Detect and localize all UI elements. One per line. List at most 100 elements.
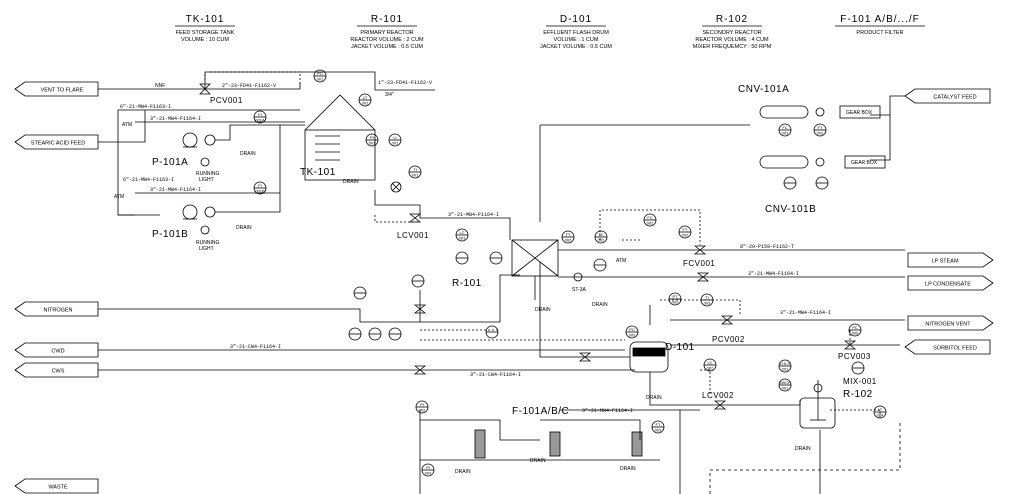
instrument-bubble xyxy=(253,181,267,195)
tag-tk101: TK-101 xyxy=(300,167,336,178)
label-gearbox: GEAR BOX xyxy=(846,110,873,116)
header-tag-tk101: TK-101 xyxy=(186,14,225,25)
instrument-bubble xyxy=(353,286,367,300)
header-line: SECONDRY REACTOR xyxy=(702,30,761,36)
label-light: LIGHT xyxy=(199,246,214,252)
line-number: 3"-21-MW4-F1164-I xyxy=(150,116,201,122)
valve-lcv002 xyxy=(713,400,727,410)
instrument-bubble xyxy=(703,358,717,372)
label-gearbox: GEAR BOX xyxy=(851,160,878,166)
instrument-num: 003 xyxy=(782,131,789,136)
tag-pcv001: PCV001 xyxy=(210,96,243,105)
label-running: RUNNING xyxy=(196,171,219,177)
instrument-bubble xyxy=(561,230,575,244)
stream-lp-cond-label: LP CONDENSATE xyxy=(925,282,971,288)
label-atm: ATM xyxy=(122,122,132,128)
equipment-tags: PCV001 P-101A P-101B TK-101 LCV001 R-101… xyxy=(152,84,876,417)
instrument-num: 001 xyxy=(782,367,789,372)
valve-pcv001 xyxy=(199,83,211,95)
instrument-num: 006 xyxy=(852,331,859,336)
reactor-r101 xyxy=(511,239,559,300)
instrument-bubble xyxy=(643,213,657,227)
instrument-tag: TT xyxy=(566,232,571,237)
reactor-r102 xyxy=(799,380,836,429)
header-line: FEED STORAGE TANK xyxy=(176,30,235,36)
line-number: 3"-21-CW4-F1164-I xyxy=(470,372,521,378)
instrument-tag: TC xyxy=(598,232,603,237)
instrument-tag: FI xyxy=(258,183,262,188)
title-block: TK-101 FEED STORAGE TANK VOLUME : 10 CUM… xyxy=(176,14,919,50)
line-number: 3"-21-CW4-F1164-I xyxy=(230,344,281,350)
instrument-num: 001 xyxy=(362,101,369,106)
instrument-bubble xyxy=(415,400,429,414)
header-tag-f101: F-101 A/B/.../F xyxy=(840,14,919,25)
instrument-num: 001 xyxy=(369,141,376,146)
instrument-tag: FC xyxy=(647,215,652,220)
instrument-bubble xyxy=(778,123,792,137)
valve-pcv002 xyxy=(720,315,734,325)
instrument-bubble xyxy=(700,293,714,307)
header-line: JACKET VOLUME : 0.5 CUM xyxy=(540,44,612,50)
label-drain: DRAIN xyxy=(530,458,546,464)
instrument-tag: FT xyxy=(656,422,661,427)
instrument-tag: FI xyxy=(258,112,262,117)
instrument-bubble xyxy=(388,327,402,341)
drum-d101 xyxy=(629,341,669,380)
tag-p101b: P-101B xyxy=(152,229,188,240)
instrument-bubble xyxy=(368,327,382,341)
tag-lcv002: LCV002 xyxy=(702,391,734,400)
instrument-tag: PC xyxy=(317,71,323,76)
header-line: PRODUCT FILTER xyxy=(856,30,903,36)
instrument-tag: LHLS xyxy=(780,361,790,366)
instrument-bubble xyxy=(815,176,829,190)
instrument-num: 002 xyxy=(647,221,654,226)
instrument-tag: LT xyxy=(878,407,883,412)
instrument-bubble xyxy=(678,225,692,239)
instrument-tag: FT xyxy=(683,227,688,232)
label-drain: DRAIN xyxy=(795,446,811,452)
header-tag-r101: R-101 xyxy=(371,14,403,25)
label-drain: DRAIN xyxy=(455,469,471,475)
instrument-num: 003 xyxy=(629,333,636,338)
conveyor-cnv101b xyxy=(759,155,886,169)
tag-d101: D-101 xyxy=(665,342,695,353)
instrument-bubble xyxy=(348,327,362,341)
pump-p101a xyxy=(182,132,216,148)
instrument-tag: PC xyxy=(852,325,858,330)
stream-box-n2-vent xyxy=(907,315,994,331)
instrument-num: 002 xyxy=(565,238,572,243)
tank-tk101 xyxy=(304,94,376,181)
tag-pcv002: PCV002 xyxy=(712,335,745,344)
stream-box-lp-steam xyxy=(907,252,994,268)
small-labels: NNF ATM ATM ATM DRAIN DRAIN DRAIN DRAIN … xyxy=(114,83,878,475)
stream-catalyst-label: CATALYST FEED xyxy=(933,95,976,101)
header-line: JACKET VOLUME : 0.5 CUM xyxy=(351,44,423,50)
instrument-bubble xyxy=(455,228,469,242)
instrument-tag: PT xyxy=(672,294,678,299)
instrument-num: 001 xyxy=(392,141,399,146)
header-line: VOLUME : 10 CUM xyxy=(181,37,229,43)
instrument-tag: LT xyxy=(363,95,368,100)
instrument-num: 001 xyxy=(412,173,419,178)
instrument-num: 001B xyxy=(255,189,265,194)
instrument-bubble xyxy=(253,110,267,124)
label-drain: DRAIN xyxy=(240,151,256,157)
process-lines xyxy=(98,71,905,494)
header-tag-r102: R-102 xyxy=(716,14,748,25)
instrument-bubble xyxy=(408,165,422,179)
instrument-num: 002 xyxy=(419,408,426,413)
instrument-tag: TI xyxy=(705,295,709,300)
instrument-bubble xyxy=(421,463,435,477)
label-size: 3/4" xyxy=(385,92,394,98)
instrument-tag: PI xyxy=(426,465,430,470)
tag-st3a: ST-3A xyxy=(572,287,587,293)
instrument-bubble xyxy=(625,325,639,339)
tag-lcv001: LCV001 xyxy=(397,231,429,240)
valves xyxy=(199,83,857,410)
instrument-tag: PI xyxy=(420,402,424,407)
instrument-num: 001 xyxy=(459,236,466,241)
line-number: 3"-21-MW4-F1164-I xyxy=(150,187,201,193)
stream-box-sorbitol xyxy=(904,339,991,355)
line-number: 6"-21-MW4-F1163-I xyxy=(120,104,171,110)
